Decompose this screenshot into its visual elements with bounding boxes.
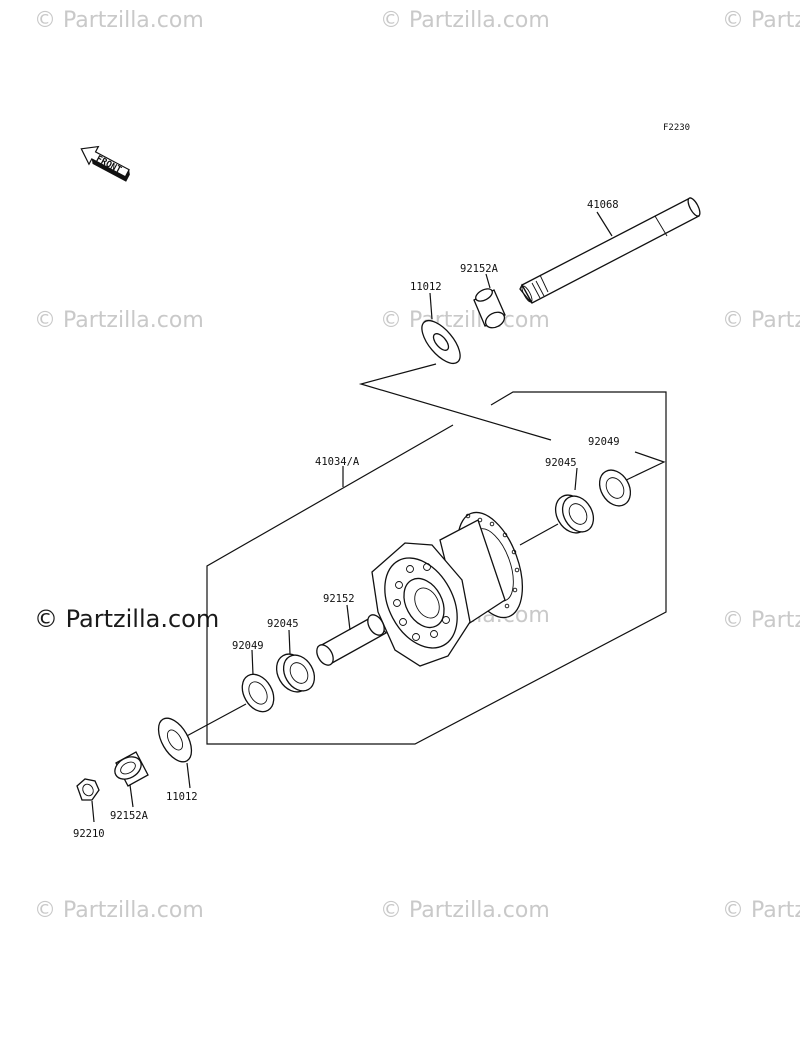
part-label-oil-seal-left: 92049 <box>232 640 264 652</box>
axle <box>519 197 701 304</box>
spacer <box>316 604 388 666</box>
watermark: © Partzilla.com <box>380 8 550 33</box>
axle-nut <box>76 778 100 823</box>
diagram-code: F2230 <box>663 123 690 133</box>
part-label-bearing-left: 92045 <box>267 618 299 630</box>
wheel-hub <box>371 511 523 667</box>
part-label-nut: 92210 <box>73 828 105 840</box>
part-label-collar-top: 92152A <box>460 263 499 275</box>
watermark: © Partzilla.com <box>34 898 204 923</box>
seal-top <box>421 292 461 365</box>
watermark: © Partzi <box>722 898 800 923</box>
watermark: © Partzilla.com <box>34 8 204 33</box>
part-label-oil-seal-right: 92049 <box>588 436 620 448</box>
front-arrow-icon: FRONT <box>80 145 130 182</box>
bearing-right <box>554 494 595 534</box>
bearing-left <box>275 629 316 693</box>
part-label-hub-assy: 41034/A <box>315 456 360 468</box>
watermark: © Partzi <box>722 308 800 333</box>
part-label-seal-top: 11012 <box>410 281 442 293</box>
hub-assy-bracket <box>206 391 667 745</box>
watermark: © Partzi <box>722 8 800 33</box>
oil-seal-left <box>241 649 275 713</box>
watermark-prominent: © Partzilla.com <box>34 605 219 633</box>
part-label-bearing-right: 92045 <box>545 457 577 469</box>
oil-seal-right <box>598 469 632 507</box>
collar-bottom <box>114 751 149 808</box>
watermark: © Partzi <box>722 608 800 633</box>
collar-top <box>473 273 506 329</box>
seal-bottom <box>157 717 193 789</box>
front-label: FRONT <box>94 154 123 176</box>
watermark: © Partzilla.com <box>380 898 550 923</box>
watermarks: © Partzilla.com © Partzilla.com © Partzi… <box>34 8 800 923</box>
watermark: © Partzilla.com <box>380 308 550 333</box>
watermark: © Partzilla.com <box>34 308 204 333</box>
part-label-spacer: 92152 <box>323 593 355 605</box>
part-label-seal-bottom: 11012 <box>166 791 198 803</box>
part-label-axle: 41068 <box>587 199 619 211</box>
part-label-collar-bottom: 92152A <box>110 810 149 822</box>
